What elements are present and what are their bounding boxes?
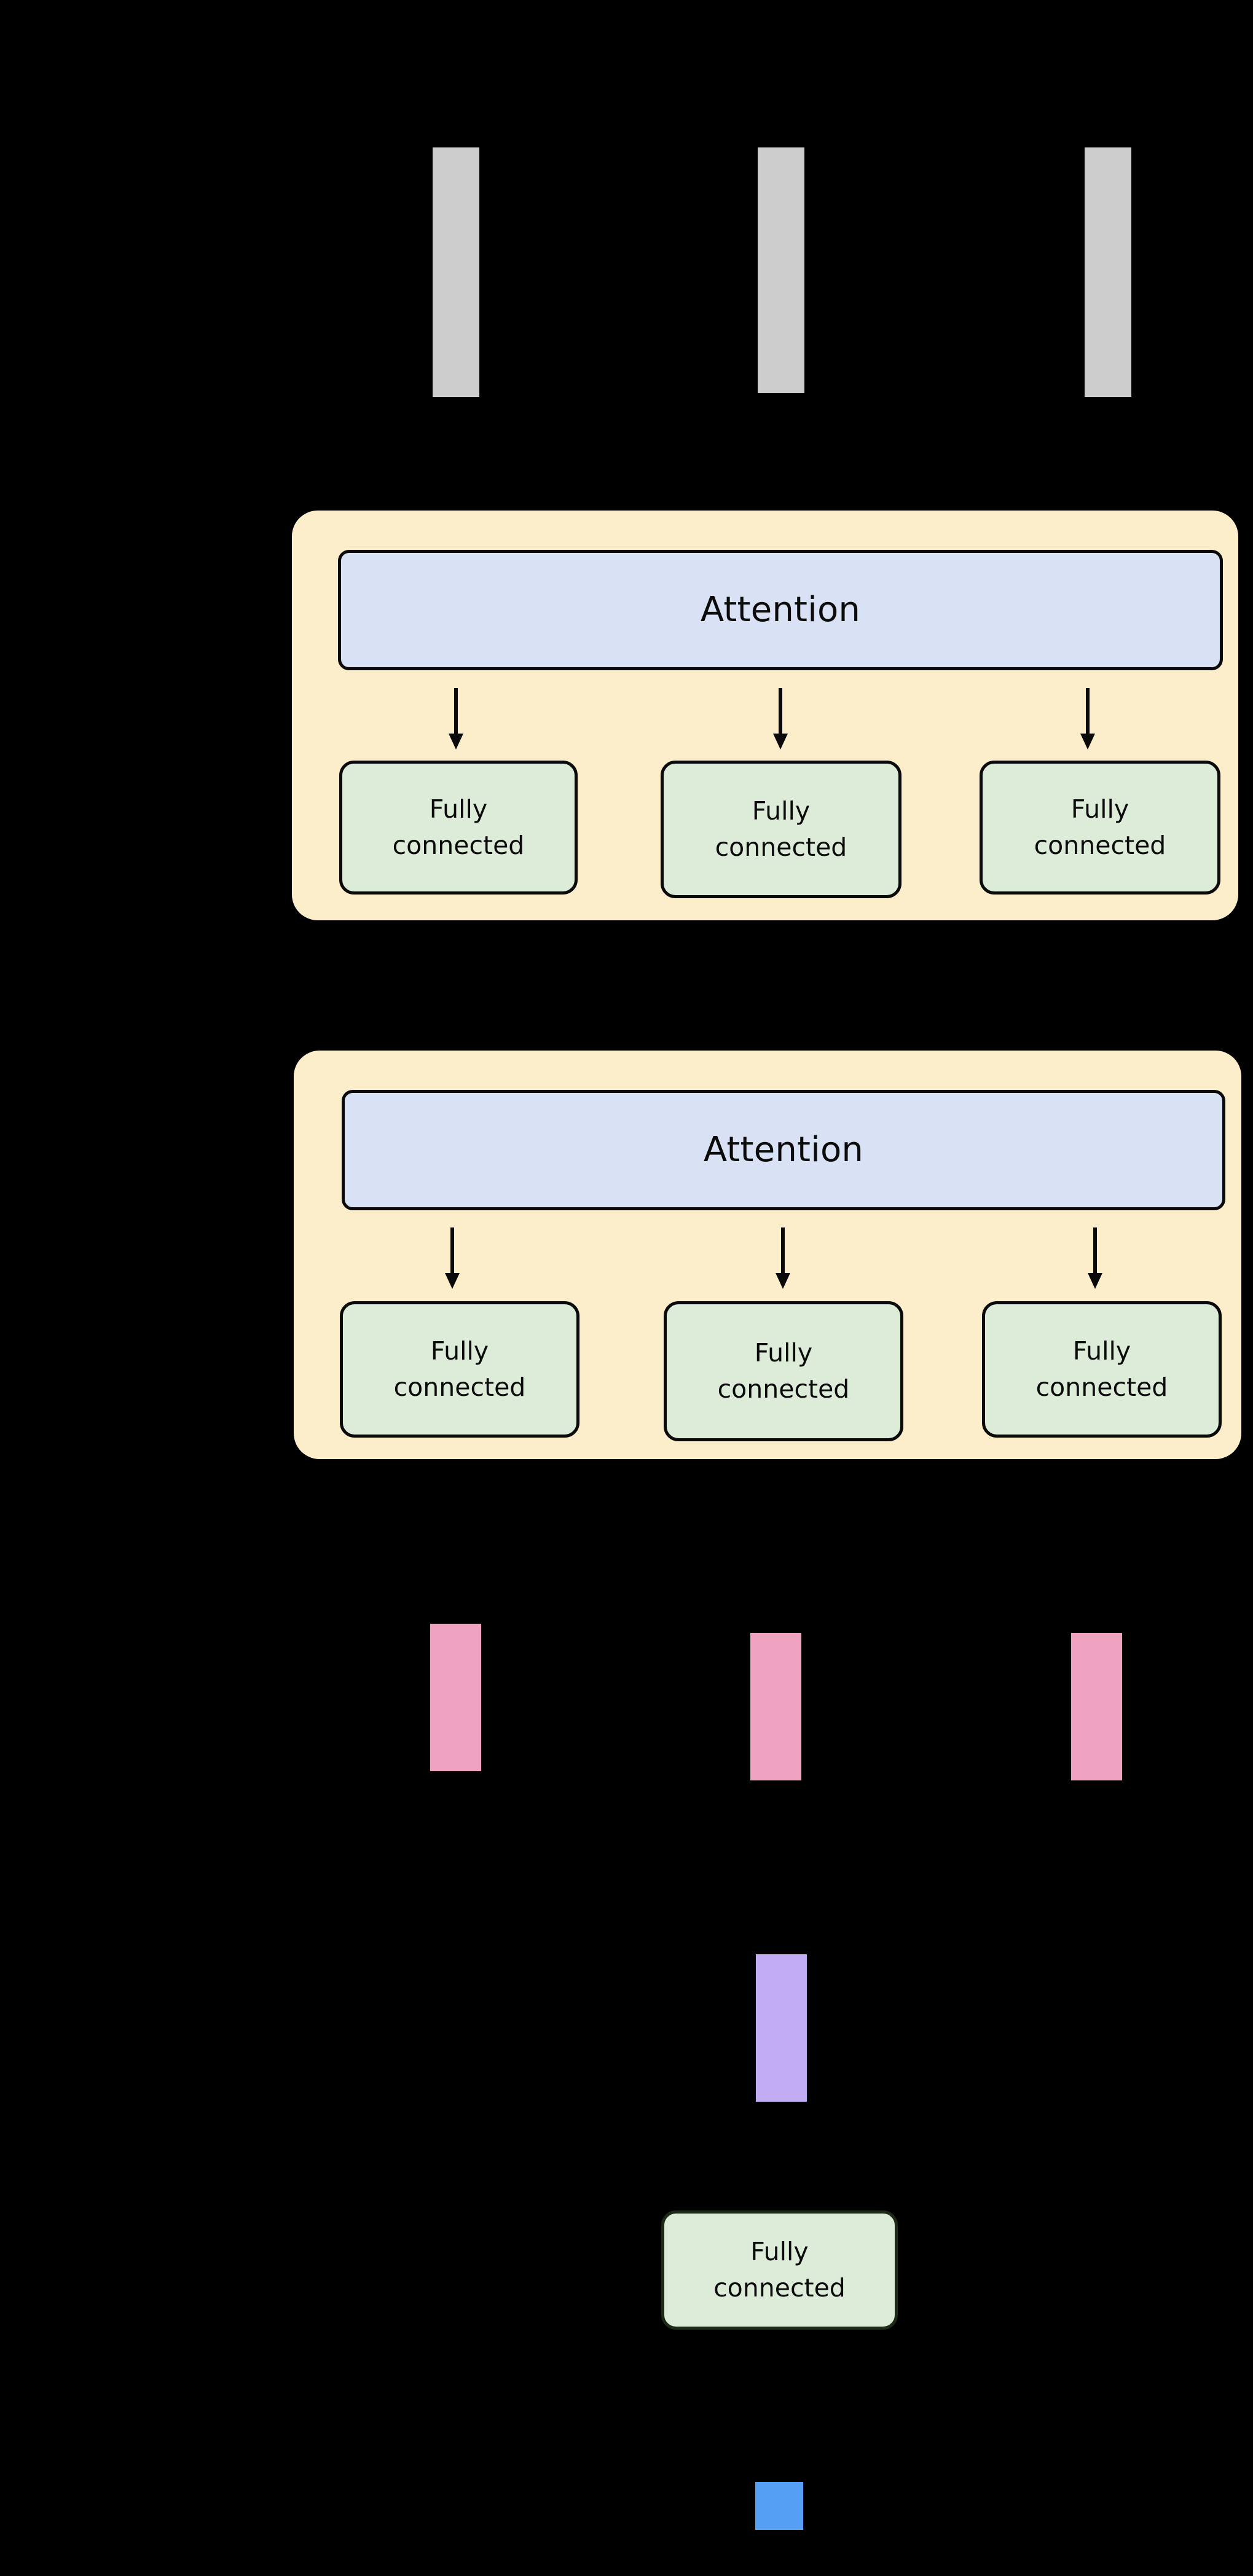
- arrow-attention-to-fc-2-2: [772, 1227, 794, 1289]
- output-bar-1: [430, 1624, 481, 1771]
- fully-connected-label: Fully connected: [715, 796, 847, 862]
- fully-connected-label: Fully connected: [1035, 1336, 1168, 1402]
- fully-connected-1-3[interactable]: Fully connected: [980, 761, 1220, 895]
- fully-connected-label: Fully connected: [393, 1336, 526, 1402]
- attention-box-2[interactable]: Attention: [342, 1090, 1225, 1210]
- fully-connected-label: Fully connected: [1034, 794, 1166, 860]
- fully-connected-label: Fully connected: [713, 2236, 846, 2303]
- fully-connected-2-2[interactable]: Fully connected: [664, 1301, 903, 1441]
- fully-connected-label: Fully connected: [392, 794, 525, 860]
- attention-label: Attention: [703, 1130, 864, 1170]
- arrow-attention-to-fc-1-2: [769, 688, 791, 750]
- arrow-attention-to-fc-2-1: [441, 1227, 463, 1289]
- fully-connected-2-1[interactable]: Fully connected: [340, 1301, 579, 1438]
- fully-connected-1-2[interactable]: Fully connected: [661, 761, 901, 898]
- output-bar-3: [1071, 1633, 1122, 1780]
- arrow-attention-to-fc-1-1: [445, 688, 467, 750]
- prediction-output-square: [755, 2482, 803, 2530]
- fully-connected-head[interactable]: Fully connected: [661, 2210, 898, 2330]
- fully-connected-1-1[interactable]: Fully connected: [339, 761, 578, 895]
- input-bar-3: [1085, 147, 1131, 397]
- output-bar-2: [750, 1633, 801, 1780]
- arrow-attention-to-fc-2-3: [1084, 1227, 1106, 1289]
- attention-label: Attention: [700, 590, 861, 630]
- input-bar-2: [758, 147, 804, 393]
- input-bar-1: [433, 147, 479, 397]
- attention-box-1[interactable]: Attention: [338, 550, 1223, 670]
- pooled-vector-bar: [756, 1954, 807, 2102]
- arrow-attention-to-fc-1-3: [1077, 688, 1099, 750]
- fully-connected-label: Fully connected: [717, 1337, 850, 1404]
- fully-connected-2-3[interactable]: Fully connected: [982, 1301, 1222, 1438]
